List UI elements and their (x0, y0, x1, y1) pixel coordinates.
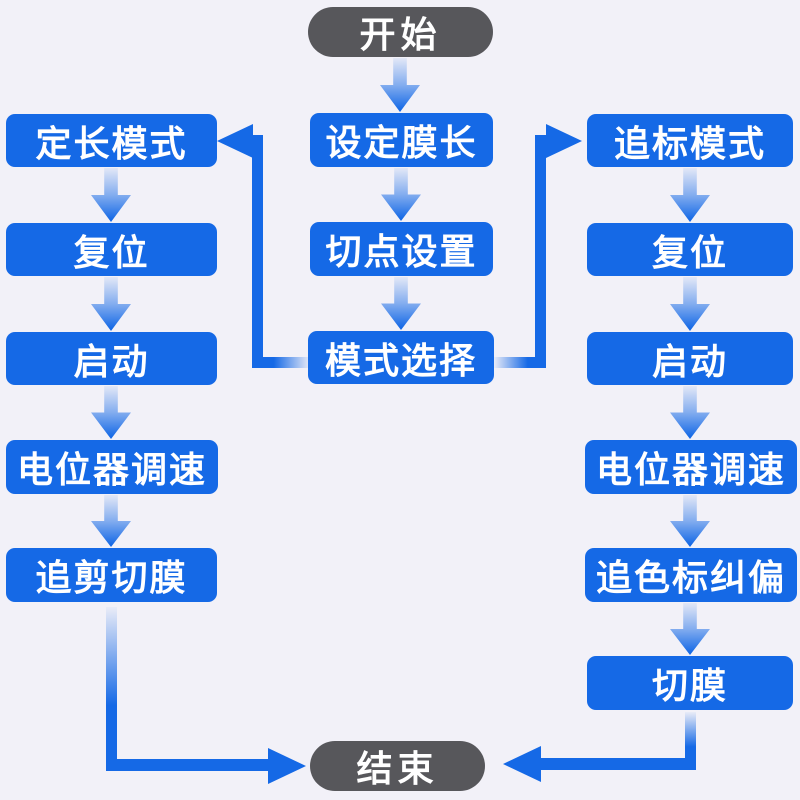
arrow-right-reset-to-start-icon (670, 277, 710, 331)
arrow-right-potentiometer-to-color-mark-icon (670, 495, 710, 547)
node-right-start: 启动 (587, 332, 793, 385)
node-left-start: 启动 (6, 332, 217, 385)
arrow-color-mark-to-cut-film-icon (670, 603, 710, 655)
arrow-left-start-to-potentiometer-icon (91, 386, 131, 439)
node-set-film-length: 设定膜长 (310, 113, 493, 167)
node-chase-shear-cut-film: 追剪切膜 (6, 548, 217, 602)
arrowhead-to-chase-mark-icon (546, 124, 582, 158)
connector-mode-to-fixed-length-horizontal (254, 357, 310, 368)
connector-cut-film-to-end-horizontal (541, 758, 696, 770)
connector-chase-cut-to-end-vertical (106, 607, 117, 771)
arrowhead-to-fixed-length-icon (217, 124, 253, 158)
arrowhead-right-to-end-icon (503, 746, 541, 782)
connector-mode-to-chase-mark-vertical (535, 135, 546, 368)
node-left-reset: 复位 (6, 223, 217, 276)
arrow-cut-point-to-mode-selection-icon (381, 277, 421, 330)
arrow-start-to-set-film-length-icon (380, 58, 420, 112)
arrow-chase-mark-to-reset-icon (670, 168, 710, 222)
arrow-left-potentiometer-to-chase-cut-icon (91, 495, 131, 547)
end-terminal: 结束 (310, 741, 485, 791)
connector-chase-cut-to-end-horizontal (106, 759, 269, 771)
node-chase-color-mark-correction: 追色标纠偏 (585, 548, 797, 602)
arrow-right-start-to-potentiometer-icon (670, 386, 710, 439)
node-cut-point-setting: 切点设置 (310, 222, 493, 276)
start-terminal: 开始 (308, 7, 493, 57)
connector-mode-to-fixed-length-vertical (252, 135, 263, 368)
arrow-set-film-length-to-cut-point-icon (381, 168, 421, 221)
node-right-potentiometer-speed: 电位器调速 (585, 440, 797, 494)
arrow-fixed-length-to-reset-icon (91, 168, 131, 222)
node-mode-selection: 模式选择 (308, 331, 494, 384)
connector-cut-film-to-end-vertical (685, 712, 696, 770)
node-right-reset: 复位 (587, 223, 793, 276)
node-chase-mark-mode: 追标模式 (587, 114, 793, 167)
node-fixed-length-mode: 定长模式 (6, 114, 217, 167)
arrow-left-reset-to-start-icon (91, 277, 131, 331)
connector-mode-to-chase-mark-horizontal (494, 357, 546, 368)
arrowhead-left-to-end-icon (268, 748, 306, 784)
node-cut-film: 切膜 (587, 656, 793, 710)
node-left-potentiometer-speed: 电位器调速 (6, 440, 218, 494)
